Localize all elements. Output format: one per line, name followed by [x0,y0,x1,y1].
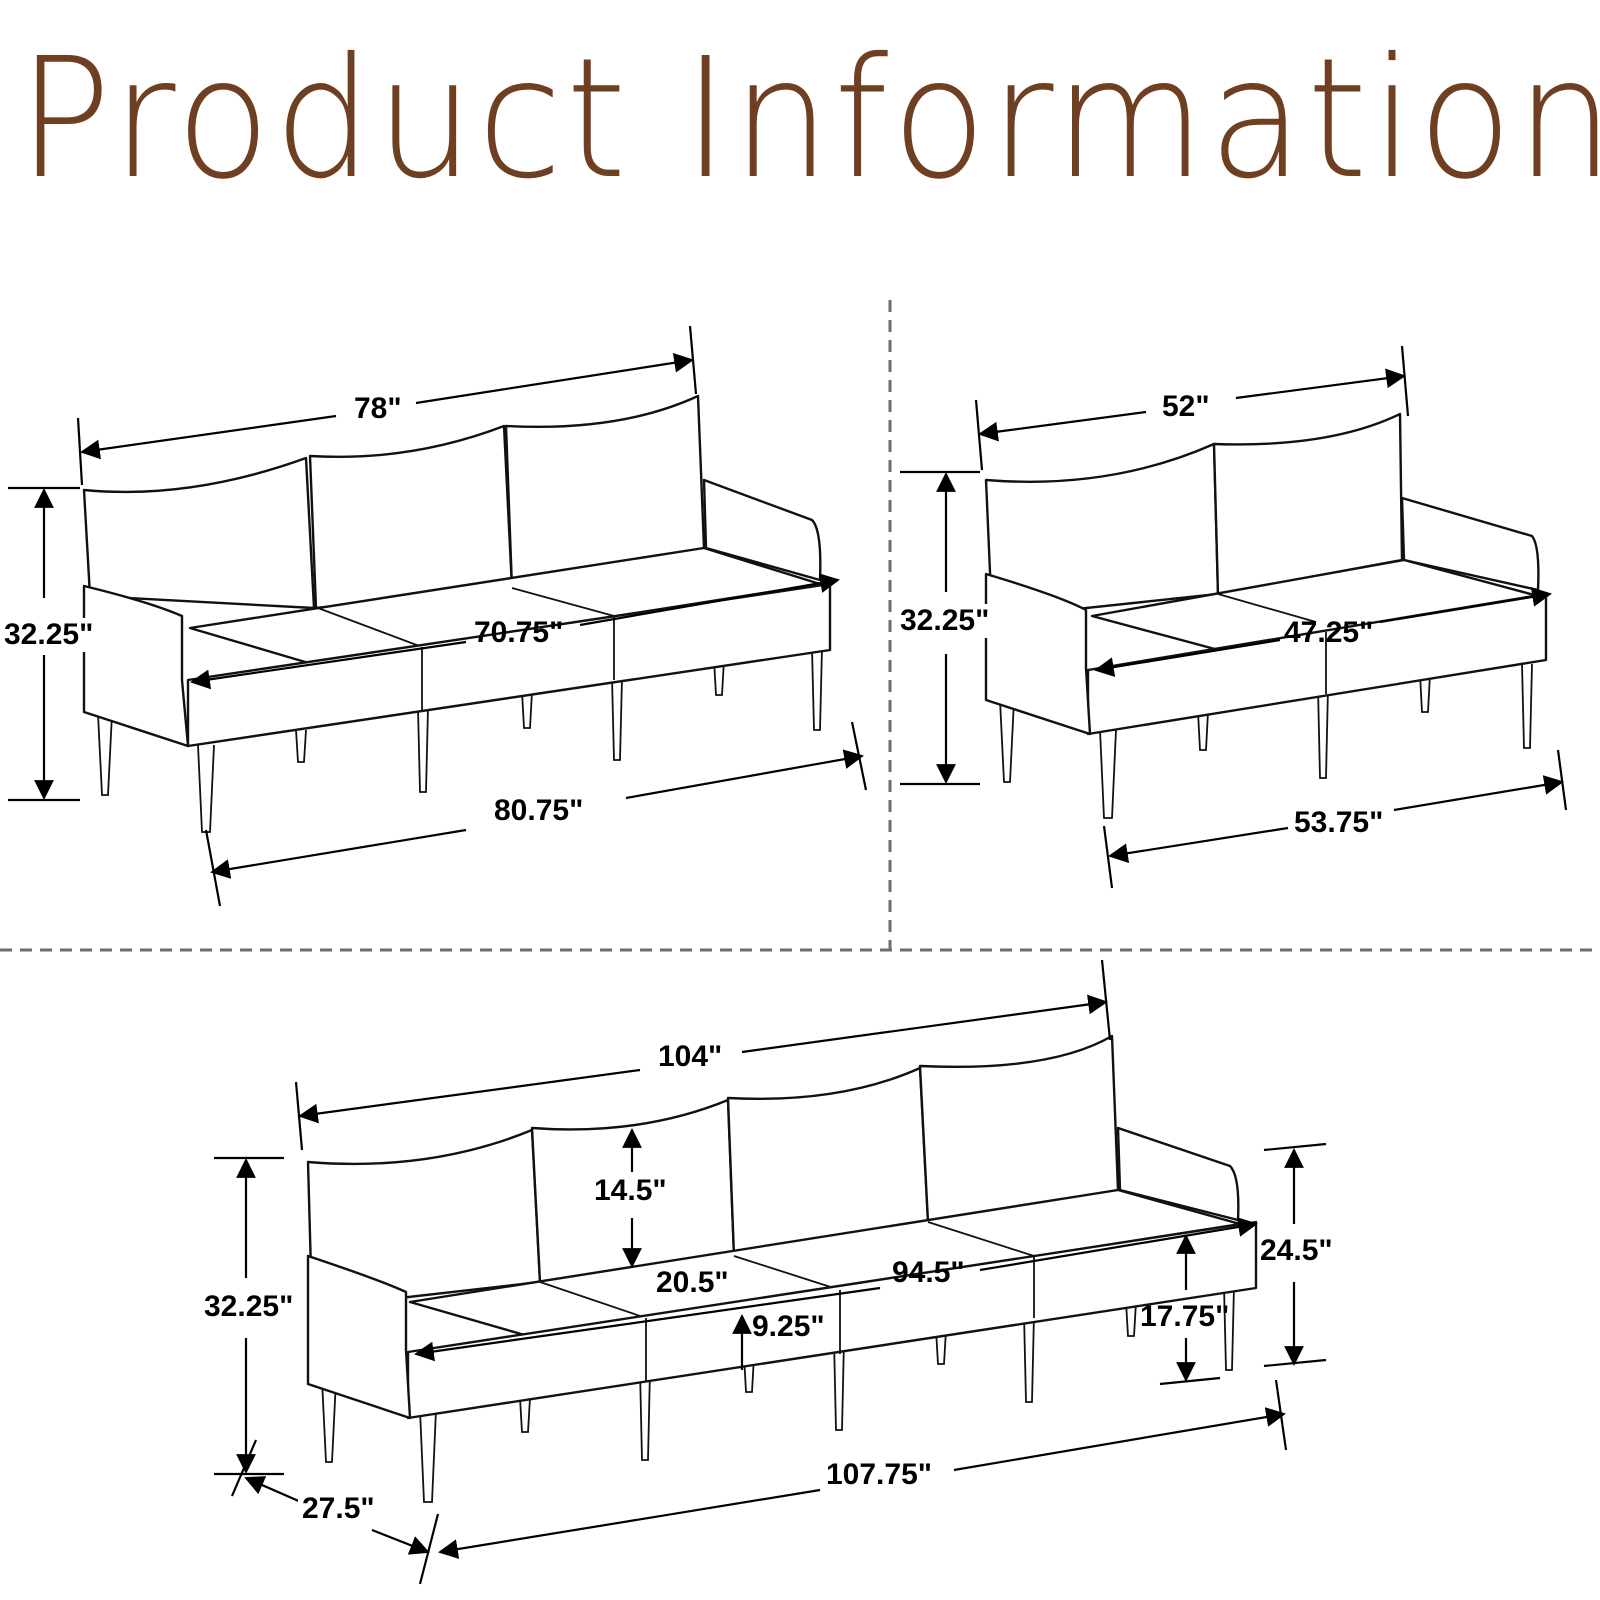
dim-4seat-cushion-thickness: 9.25" [752,1310,825,1343]
three-seat-sofa-drawing [82,394,832,833]
dim-4seat-seat-depth: 20.5" [656,1266,729,1299]
dim-3seat-overall-width: 80.75" [490,794,588,828]
two-seat-sofa-drawing [984,412,1548,819]
dim-4seat-seat-height: 17.75" [1140,1300,1230,1333]
dim-4seat-backrest-height: 14.5" [594,1174,667,1207]
dim-3seat-seat-width: 70.75" [474,616,564,649]
dim-4seat-overall-width: 107.75" [822,1458,936,1492]
dim-4seat-arm-height: 24.5" [1260,1234,1333,1267]
dim-4seat-overall-height: 32.25" [200,1290,298,1324]
dim-2seat-overall-width: 53.75" [1290,806,1388,840]
dim-2seat-seat-width: 47.25" [1284,616,1374,649]
dim-4seat-seat-width: 94.5" [892,1256,965,1289]
page-title: Product Information [18,23,1600,216]
dim-4seat-back-width: 104" [654,1040,727,1074]
dim-2seat-overall-height: 32.25" [896,604,994,638]
dim-2seat-back-width: 52" [1158,390,1214,424]
dim-3seat-back-width: 78" [350,392,406,426]
dim-3seat-overall-height: 32.25" [0,618,98,652]
four-seat-sofa-drawing [306,1034,1258,1503]
dim-4seat-overall-depth: 27.5" [298,1492,379,1526]
